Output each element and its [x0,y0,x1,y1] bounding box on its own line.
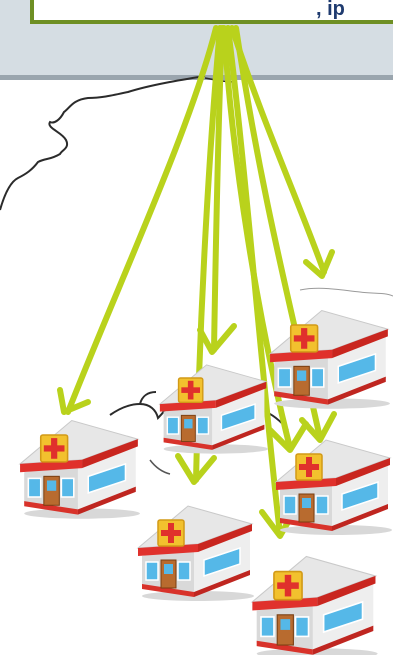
arrow-1 [65,25,219,415]
clinic-building-icon [137,505,255,602]
clinic-building-icon [275,439,393,536]
clinic-building-icon [251,555,379,655]
arrowhead-2 [175,453,217,485]
clinic-building-icon [159,364,269,455]
title-box: , ip [30,0,393,24]
arrowheads [57,249,337,539]
arrowhead-7 [299,411,337,443]
clinics [19,309,393,655]
title-text-fragment: , ip [316,0,345,20]
arrowhead-3 [197,323,237,355]
arrowhead-1 [57,387,91,415]
arrow-5 [225,25,283,537]
clinic-building-icon [269,309,391,410]
arrow-3 [211,25,225,353]
arrowhead-6 [303,249,335,279]
arrowhead-4 [267,421,309,453]
clinic-building-icon [19,419,141,520]
